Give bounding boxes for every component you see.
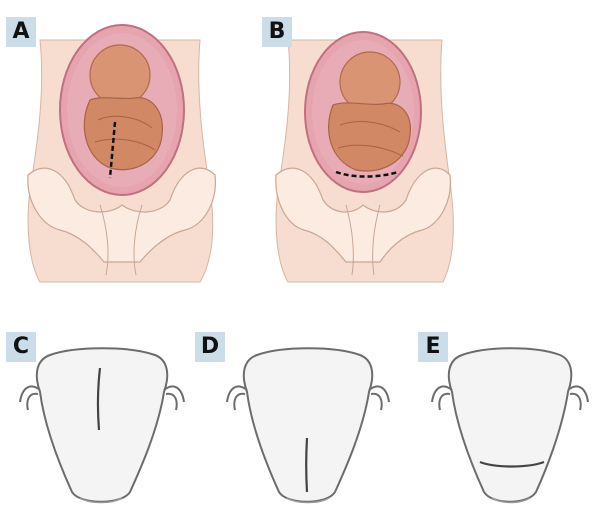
pregnant-abdomen-vertical-incision-illustration [0, 0, 250, 285]
panel-label-e: E [418, 332, 448, 362]
panel-a: A [0, 0, 250, 285]
panel-label-d: D [195, 332, 225, 362]
panel-d: D [195, 330, 405, 530]
vertical-scar [306, 438, 307, 492]
panel-b: B [258, 0, 458, 285]
panel-c: C [0, 330, 200, 530]
panel-label-c: C [6, 332, 36, 362]
panel-e: E [410, 330, 598, 530]
uterus-low-vertical-scar-illustration [195, 330, 405, 530]
panel-label-a: A [6, 17, 36, 47]
panel-label-b: B [262, 17, 292, 47]
